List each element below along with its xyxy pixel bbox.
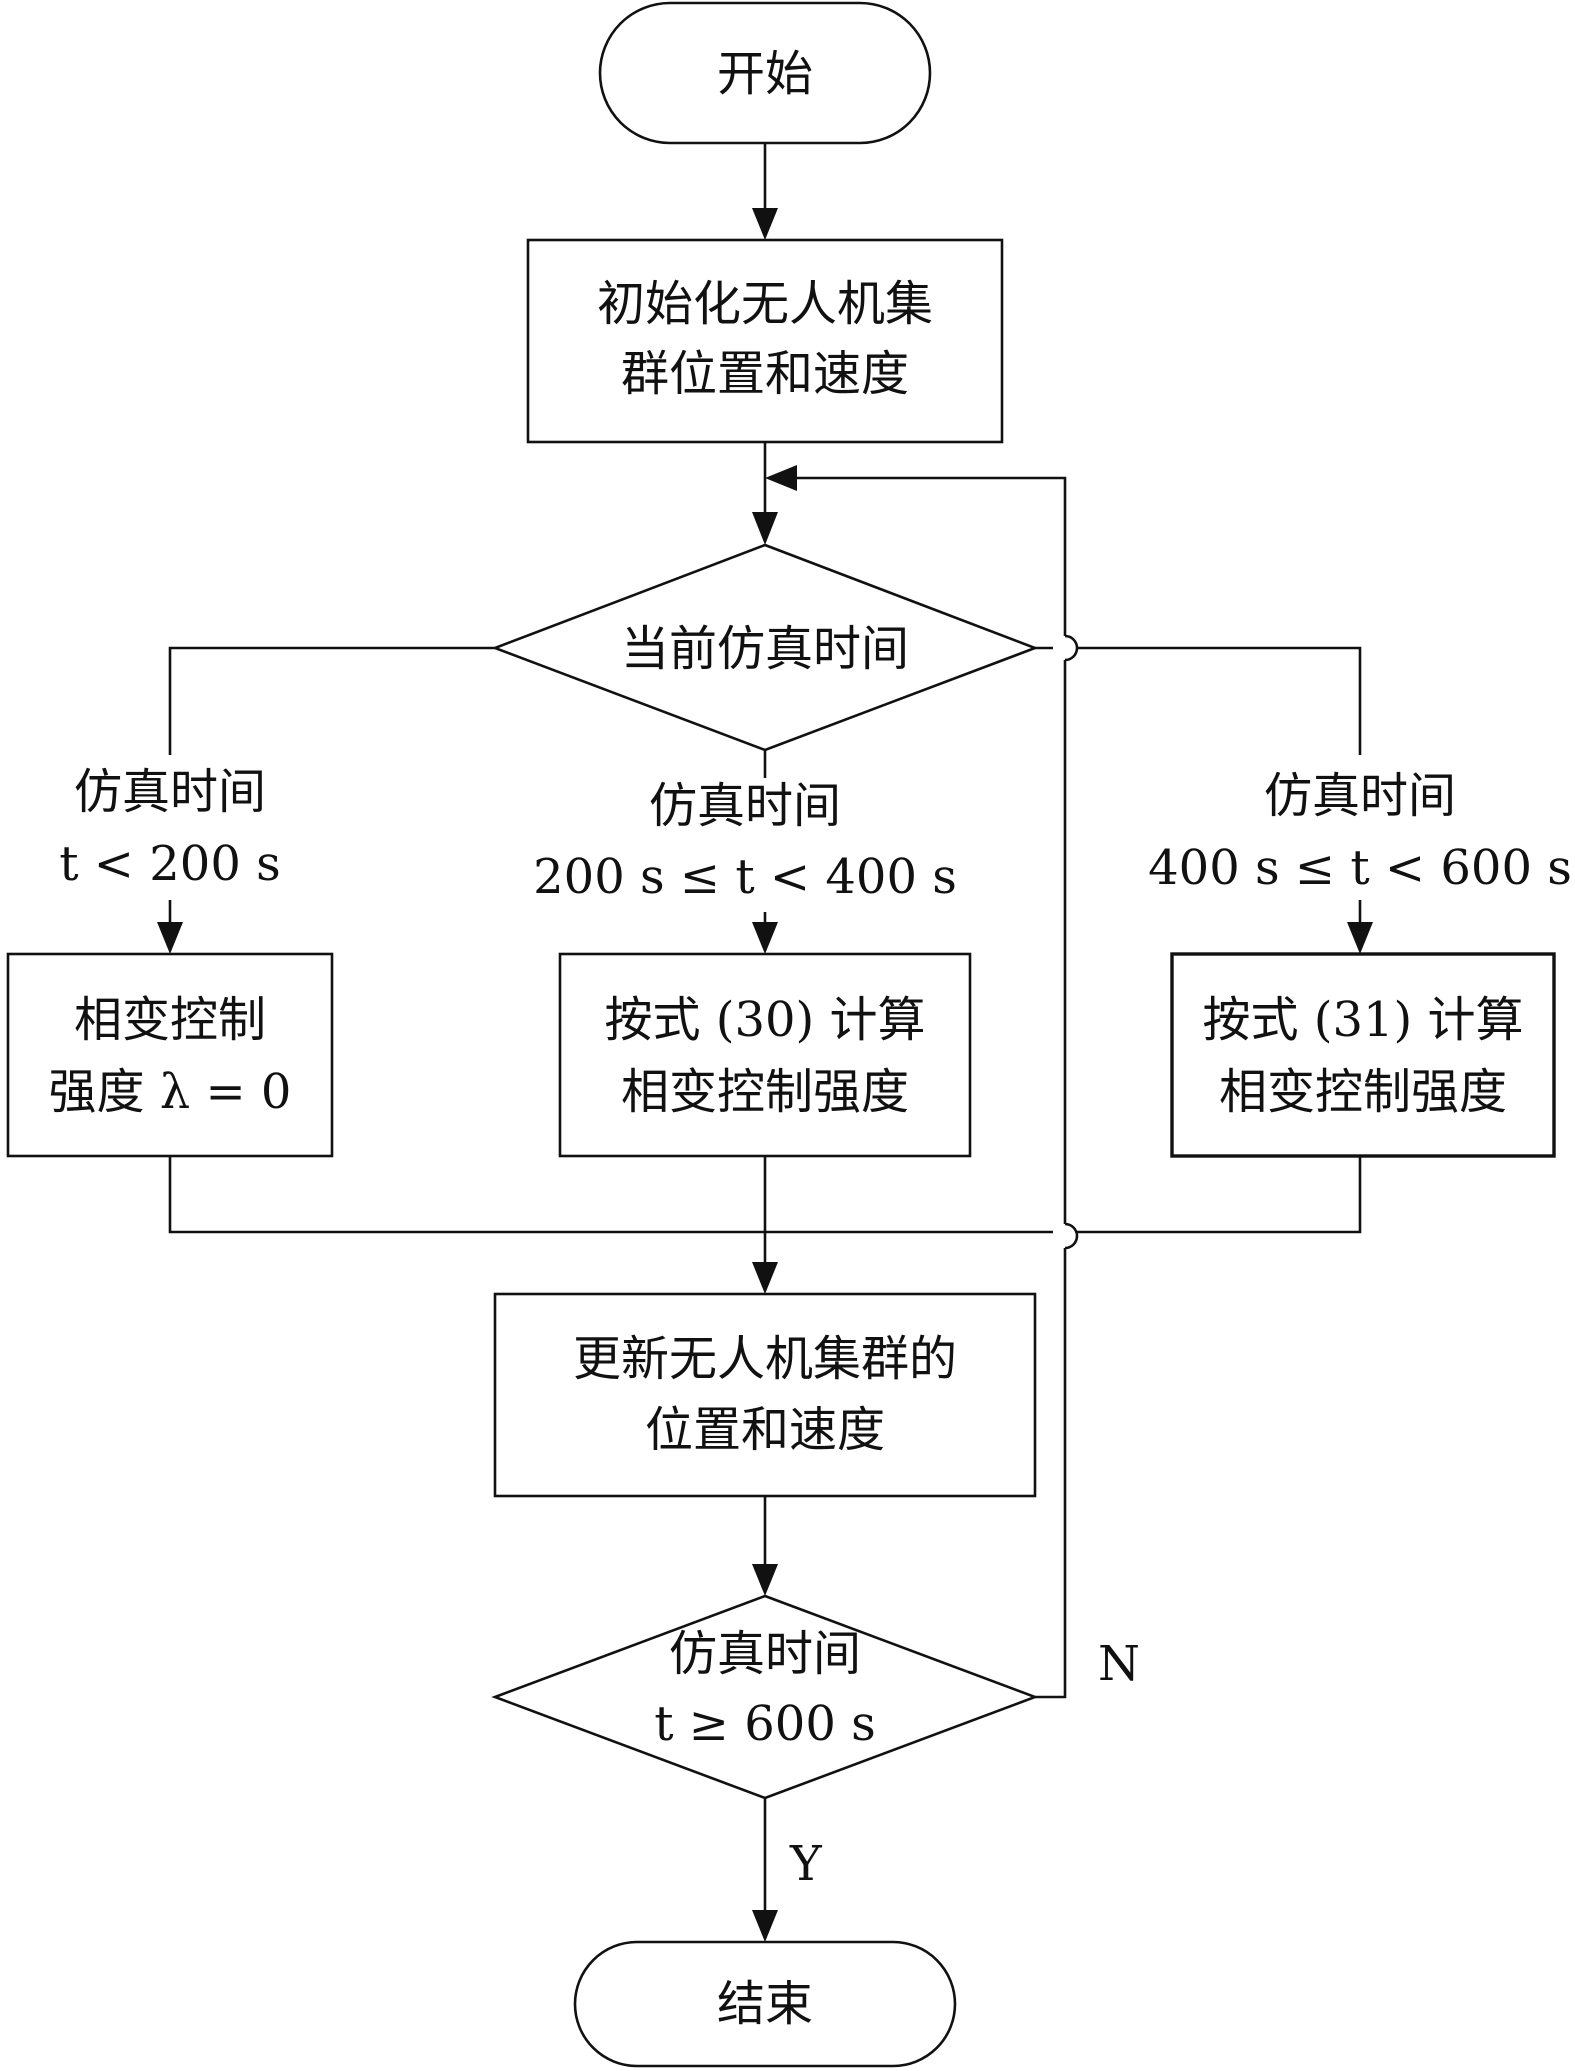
arrow-head [752, 1262, 778, 1294]
merge-lines [168, 1156, 1362, 1294]
decision-end-line-1: 仿真时间 [669, 1626, 861, 1682]
arrow-head [752, 1564, 778, 1596]
left-box-line-1: 相变控制 [74, 992, 266, 1048]
update-line-1: 更新无人机集群的 [573, 1331, 957, 1387]
left-condition-line-1: 仿真时间 [74, 764, 266, 820]
connector-decision-end [752, 1798, 778, 1942]
init-line-2: 群位置和速度 [621, 346, 909, 402]
left-box-line-2: 强度 λ = 0 [49, 1064, 292, 1120]
right-condition-line-2: 400 s ≤ t < 600 s [1148, 840, 1572, 896]
update-node: 更新无人机集群的 位置和速度 [493, 1292, 1037, 1498]
arrow-head [752, 1910, 778, 1942]
middle-box: 按式 (30) 计算 相变控制强度 [558, 952, 972, 1158]
right-box-line-2: 相变控制强度 [1219, 1064, 1507, 1120]
decision-end-node: 仿真时间 t ≥ 600 s [491, 1594, 1039, 1800]
left-condition-line-2: t < 200 s [59, 836, 281, 892]
right-box: 按式 (31) 计算 相变控制强度 [1170, 952, 1556, 1158]
left-arrow [157, 900, 183, 954]
arrow-head [752, 208, 778, 240]
arrow-head [752, 512, 778, 545]
middle-arrow [752, 912, 778, 954]
start-label: 开始 [717, 46, 813, 102]
end-node: 结束 [573, 1940, 957, 2068]
middle-box-line-2: 相变控制强度 [621, 1064, 909, 1120]
arrow-head [157, 922, 183, 954]
middle-condition-line-2: 200 s ≤ t < 400 s [533, 849, 957, 905]
decision-time-node: 当前仿真时间 [491, 543, 1039, 752]
right-condition-line-1: 仿真时间 [1264, 768, 1456, 824]
decision-end-line-2: t ≥ 600 s [654, 1696, 876, 1752]
right-condition: 仿真时间 400 s ≤ t < 600 s [1148, 768, 1572, 896]
middle-box-line-1: 按式 (30) 计算 [604, 992, 925, 1048]
loop-arrow-head [765, 465, 797, 491]
arrow-head [752, 922, 778, 954]
left-box: 相变控制 强度 λ = 0 [6, 952, 334, 1158]
yes-label: Y [789, 1836, 823, 1892]
middle-condition: 仿真时间 200 s ≤ t < 400 s [533, 778, 957, 905]
connector-start-init [752, 143, 778, 240]
arrow-head [1347, 922, 1373, 954]
decision-time-label: 当前仿真时间 [621, 621, 909, 677]
middle-condition-line-1: 仿真时间 [649, 778, 841, 834]
start-node: 开始 [598, 1, 932, 145]
connector-update-decision [752, 1496, 778, 1596]
loop-back-connector [765, 465, 1079, 1699]
left-condition: 仿真时间 t < 200 s [59, 764, 281, 892]
no-label: N [1098, 1636, 1140, 1692]
right-arrow [1347, 900, 1373, 954]
branch-lines [168, 646, 1362, 778]
connector-init-decision [752, 442, 778, 545]
init-node: 初始化无人机集 群位置和速度 [526, 238, 1004, 444]
end-label: 结束 [717, 1976, 813, 2032]
init-line-1: 初始化无人机集 [597, 276, 933, 332]
update-line-2: 位置和速度 [645, 1402, 885, 1458]
right-box-line-1: 按式 (31) 计算 [1202, 992, 1523, 1048]
